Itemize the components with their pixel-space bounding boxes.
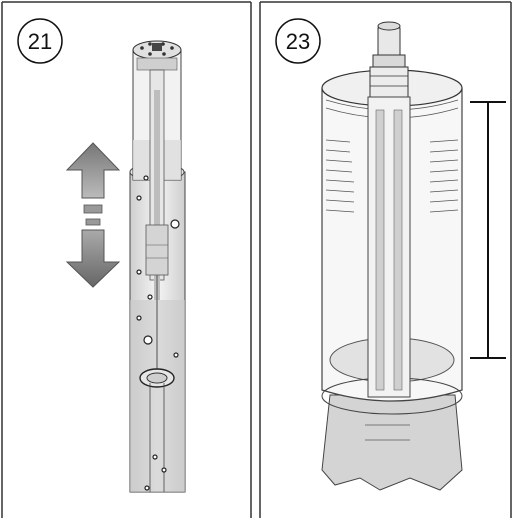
panel-step-23: 23 xyxy=(259,1,512,518)
tube-holes xyxy=(136,175,180,491)
up-down-arrow-icon xyxy=(65,142,121,288)
measurement-bracket xyxy=(470,101,506,359)
step-number-badge: 23 xyxy=(275,18,321,64)
central-rod xyxy=(367,21,411,398)
step-number-badge: 21 xyxy=(17,18,63,64)
step-number: 23 xyxy=(286,29,310,54)
inner-rod-assembly xyxy=(132,40,182,370)
housing-base xyxy=(321,394,463,491)
top-cap xyxy=(140,42,174,56)
step-number: 21 xyxy=(28,29,52,54)
panel-step-21: 21 xyxy=(1,1,252,518)
notched-ring xyxy=(139,368,175,492)
